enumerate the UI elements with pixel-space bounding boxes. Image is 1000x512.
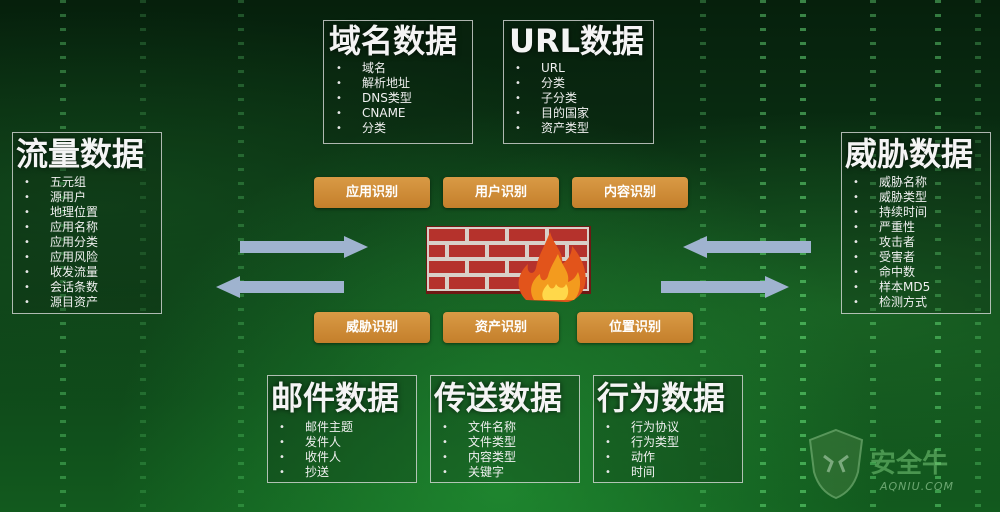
list-item: CNAME	[336, 106, 472, 121]
list-item: 会话条数	[24, 280, 161, 295]
mail-data-list: 邮件主题 发件人 收件人 抄送	[279, 420, 416, 480]
list-item: 文件名称	[442, 420, 579, 435]
list-item: 域名	[336, 61, 472, 76]
list-item: 文件类型	[442, 435, 579, 450]
arrow-left-icon	[683, 236, 811, 258]
list-item: 关键字	[442, 465, 579, 480]
list-item: 发件人	[279, 435, 416, 450]
list-item: 收发流量	[24, 265, 161, 280]
list-item: 源用户	[24, 190, 161, 205]
list-item: 抄送	[279, 465, 416, 480]
list-item: 威胁类型	[853, 190, 990, 205]
user-identify-button[interactable]: 用户识别	[443, 177, 559, 208]
location-identify-button[interactable]: 位置识别	[577, 312, 693, 343]
app-identify-button[interactable]: 应用识别	[314, 177, 430, 208]
mail-data-panel: 邮件数据 邮件主题 发件人 收件人 抄送	[267, 375, 417, 483]
list-item: 源目资产	[24, 295, 161, 310]
list-item: 受害者	[853, 250, 990, 265]
list-item: 行为类型	[605, 435, 742, 450]
list-item: 资产类型	[515, 121, 653, 136]
traffic-data-panel: 流量数据 五元组 源用户 地理位置 应用名称 应用分类 应用风险 收发流量 会话…	[12, 132, 162, 314]
list-item: 检测方式	[853, 295, 990, 310]
list-item: 持续时间	[853, 205, 990, 220]
transfer-data-panel: 传送数据 文件名称 文件类型 内容类型 关键字	[430, 375, 580, 483]
arrow-right-icon	[240, 236, 368, 258]
list-item: 解析地址	[336, 76, 472, 91]
watermark-brand: 安全牛	[870, 449, 949, 479]
list-item: 分类	[336, 121, 472, 136]
traffic-data-title: 流量数据	[16, 135, 145, 173]
url-data-title: URL数据	[509, 22, 645, 60]
list-item: 攻击者	[853, 235, 990, 250]
list-item: 五元组	[24, 175, 161, 190]
list-item: 分类	[515, 76, 653, 91]
threat-data-list: 威胁名称 威胁类型 持续时间 严重性 攻击者 受害者 命中数 样本MD5 检测方…	[853, 175, 990, 310]
list-item: 样本MD5	[853, 280, 990, 295]
url-data-list: URL 分类 子分类 目的国家 资产类型	[515, 61, 653, 136]
list-item: 子分类	[515, 91, 653, 106]
list-item: 时间	[605, 465, 742, 480]
traffic-data-list: 五元组 源用户 地理位置 应用名称 应用分类 应用风险 收发流量 会话条数 源目…	[24, 175, 161, 310]
transfer-data-title: 传送数据	[434, 379, 563, 417]
threat-identify-button[interactable]: 威胁识别	[314, 312, 430, 343]
content-identify-button[interactable]: 内容识别	[572, 177, 688, 208]
list-item: 威胁名称	[853, 175, 990, 190]
list-item: 目的国家	[515, 106, 653, 121]
list-item: 行为协议	[605, 420, 742, 435]
list-item: 收件人	[279, 450, 416, 465]
url-data-panel: URL数据 URL 分类 子分类 目的国家 资产类型	[503, 20, 654, 144]
list-item: 严重性	[853, 220, 990, 235]
list-item: 应用名称	[24, 220, 161, 235]
list-item: 命中数	[853, 265, 990, 280]
list-item: 邮件主题	[279, 420, 416, 435]
list-item: 内容类型	[442, 450, 579, 465]
mail-data-title: 邮件数据	[271, 379, 400, 417]
behavior-data-list: 行为协议 行为类型 动作 时间	[605, 420, 742, 480]
behavior-data-panel: 行为数据 行为协议 行为类型 动作 时间	[593, 375, 743, 483]
firewall-icon	[426, 226, 591, 302]
asset-identify-button[interactable]: 资产识别	[443, 312, 559, 343]
transfer-data-list: 文件名称 文件类型 内容类型 关键字	[442, 420, 579, 480]
shield-logo-icon	[808, 428, 864, 500]
domain-data-list: 域名 解析地址 DNS类型 CNAME 分类	[336, 61, 472, 136]
list-item: 应用风险	[24, 250, 161, 265]
domain-data-panel: 域名数据 域名 解析地址 DNS类型 CNAME 分类	[323, 20, 473, 144]
list-item: 动作	[605, 450, 742, 465]
list-item: DNS类型	[336, 91, 472, 106]
behavior-data-title: 行为数据	[597, 379, 726, 417]
threat-data-title: 威胁数据	[845, 135, 974, 173]
arrow-right-icon	[661, 276, 789, 298]
watermark-site: AQNIU.COM	[880, 480, 955, 493]
arrow-left-icon	[216, 276, 344, 298]
threat-data-panel: 威胁数据 威胁名称 威胁类型 持续时间 严重性 攻击者 受害者 命中数 样本MD…	[841, 132, 991, 314]
list-item: 地理位置	[24, 205, 161, 220]
domain-data-title: 域名数据	[329, 22, 458, 60]
list-item: URL	[515, 61, 653, 76]
list-item: 应用分类	[24, 235, 161, 250]
